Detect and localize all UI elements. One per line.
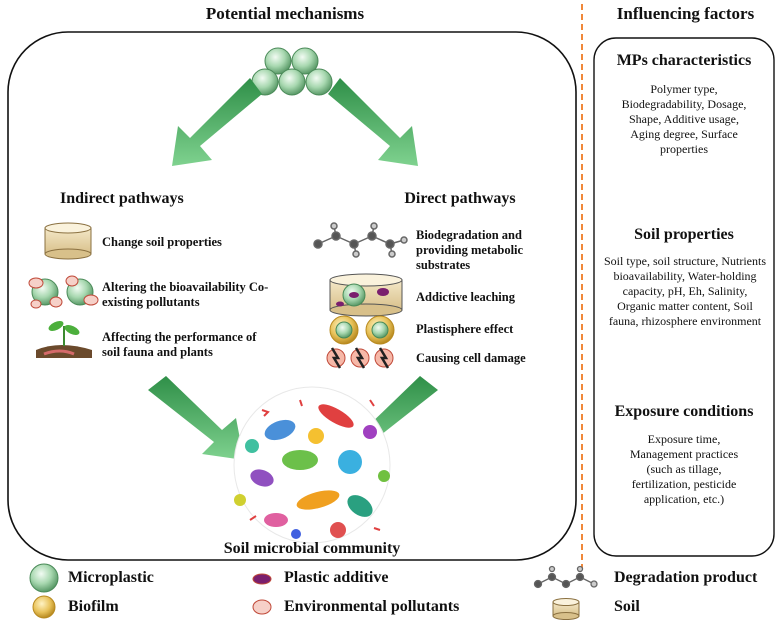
legend-soil-label: Soil xyxy=(614,598,640,615)
arrow-indirect-to-community xyxy=(148,376,244,460)
cell-damage-icon xyxy=(326,347,394,369)
mechanisms-box xyxy=(7,31,577,561)
community-label: Soil microbial community xyxy=(223,540,401,557)
plant-fauna-icon xyxy=(36,321,92,358)
exposure-conditions-title: Exposure conditions xyxy=(614,403,754,420)
microplastic-cluster xyxy=(251,47,333,96)
arrow-to-direct xyxy=(328,78,418,166)
plastisphere-icon xyxy=(329,315,395,345)
direct-item-1: Biodegradation and providing metabolic s… xyxy=(416,228,524,272)
indirect-item-3: Affecting the performance of soil fauna … xyxy=(102,330,257,359)
exposure-conditions-text: Exposure time, Management practices (suc… xyxy=(629,432,739,506)
legend-degradation-label: Degradation product xyxy=(614,569,758,586)
legend-microplastic-label: Microplastic xyxy=(68,569,154,586)
additive-leaching-icon xyxy=(329,273,403,317)
indirect-title: Indirect pathways xyxy=(60,190,184,207)
legend-soil-icon xyxy=(552,598,580,620)
legend-microplastic-icon xyxy=(29,563,59,593)
soil-cylinder-icon xyxy=(44,222,92,260)
direct-item-2: Addictive leaching xyxy=(416,290,515,304)
factors-title: Influencing factors xyxy=(616,4,755,23)
microbial-community-icon xyxy=(233,386,391,544)
mp-pollutant-icon xyxy=(28,275,99,309)
direct-item-3: Plastisphere effect xyxy=(416,322,514,336)
degradation-molecule-icon xyxy=(313,222,408,258)
indirect-item-2: Altering the bioavailability Co-existing… xyxy=(102,280,269,309)
direct-item-4: Causing cell damage xyxy=(416,351,526,365)
legend-pollutant-icon xyxy=(252,599,272,615)
legend-additive-icon xyxy=(252,573,272,585)
legend-pollutant-label: Environmental pollutants xyxy=(284,598,460,615)
legend-biofilm-icon xyxy=(32,595,56,619)
arrow-to-indirect xyxy=(172,78,262,166)
mps-characteristics-title: MPs characteristics xyxy=(616,52,752,69)
soil-properties-title: Soil properties xyxy=(634,226,734,243)
legend-biofilm-label: Biofilm xyxy=(68,598,119,615)
direct-title: Direct pathways xyxy=(404,190,516,207)
indirect-item-1: Change soil properties xyxy=(102,235,222,249)
mps-characteristics-text: Polymer type, Biodegradability, Dosage, … xyxy=(621,82,747,156)
mechanisms-title: Potential mechanisms xyxy=(205,4,365,23)
soil-properties-text: Soil type, soil structure, Nutrients bio… xyxy=(604,254,766,328)
factors-box xyxy=(593,37,775,557)
legend-additive-label: Plastic additive xyxy=(284,569,389,586)
legend-degradation-icon xyxy=(533,565,598,589)
